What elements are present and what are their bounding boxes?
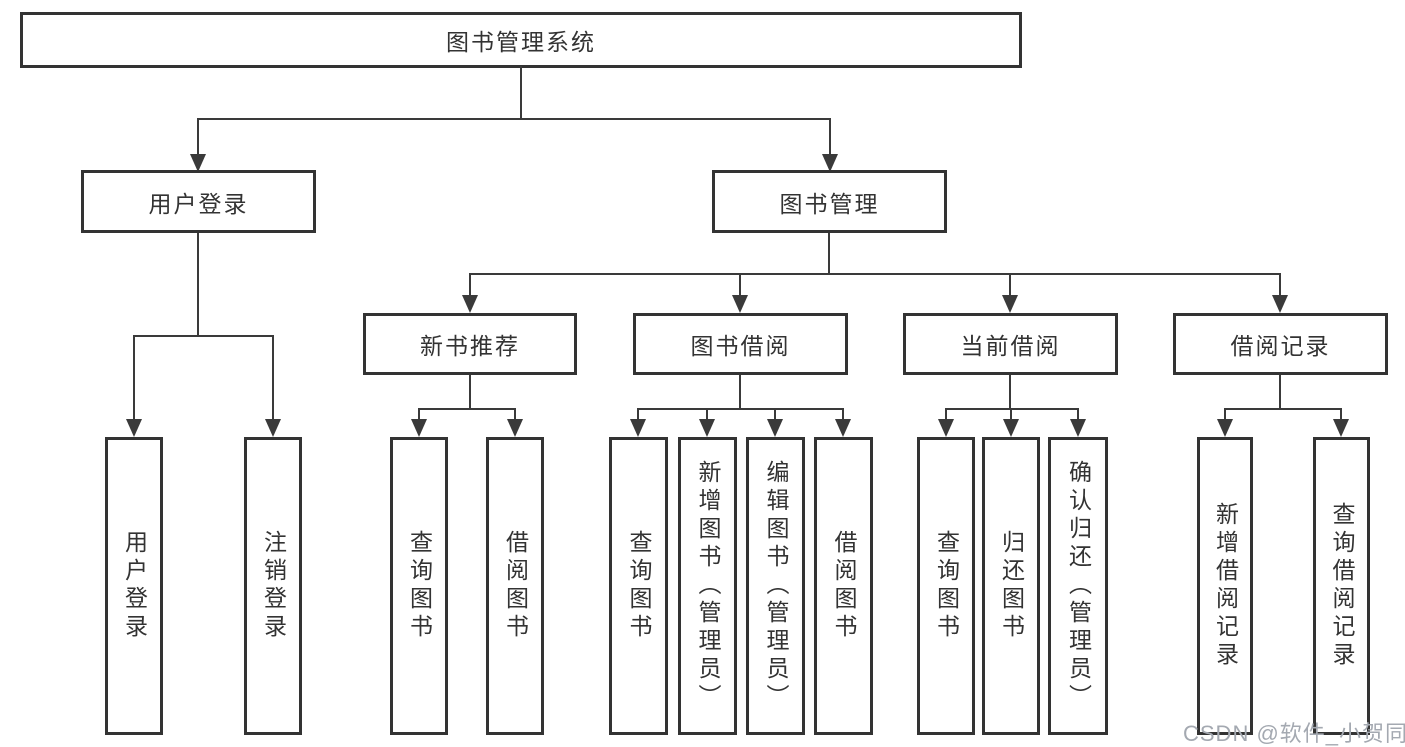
leaf-logout: 注销登录 [244,437,302,735]
connector-line [1279,375,1281,408]
connector-line [418,408,420,422]
connector-line [842,408,844,422]
connector-line [1077,408,1079,422]
arrow-down-icon [767,419,783,437]
connector-line [520,66,522,118]
leaf-query-books-recommend: 查询图书 [390,437,448,735]
connector-line [1279,273,1281,297]
node-new-book-recommend: 新书推荐 [363,313,577,375]
connector-line [828,233,830,273]
csdn-watermark: CSDN @软件_小贺同学 [1183,721,1405,746]
leaf-edit-books-admin: 编辑图书（管理员） [746,437,805,735]
leaf-borrow-books: 借阅图书 [814,437,873,735]
connector-line [418,408,516,410]
arrow-down-icon [835,419,851,437]
leaf-query-books-borrow: 查询图书 [609,437,668,735]
connector-line [1010,408,1012,422]
connector-line [197,118,831,120]
arrow-down-icon [265,419,281,437]
connector-line [272,335,274,421]
arrow-down-icon [630,419,646,437]
arrow-down-icon [1217,419,1233,437]
node-user-login: 用户登录 [81,170,316,233]
connector-line [829,118,831,156]
connector-line [1009,273,1011,297]
leaf-add-books-admin: 新增图书（管理员） [678,437,737,735]
connector-line [945,408,947,422]
connector-line [1224,408,1226,422]
connector-line [1009,375,1011,408]
connector-line [469,273,471,297]
connector-line [1224,408,1342,410]
arrow-down-icon [1002,295,1018,313]
connector-line [514,408,516,422]
connector-line [133,335,135,421]
arrow-down-icon [507,419,523,437]
node-book-management: 图书管理 [712,170,947,233]
arrow-down-icon [1272,295,1288,313]
arrow-down-icon [1070,419,1086,437]
connector-line [774,408,776,422]
node-borrow-records: 借阅记录 [1173,313,1388,375]
leaf-user-login: 用户登录 [105,437,163,735]
leaf-add-borrow-record: 新增借阅记录 [1197,437,1253,735]
connector-line [637,408,844,410]
connector-line [469,273,1281,275]
leaf-query-borrow-record: 查询借阅记录 [1313,437,1370,735]
connector-line [469,375,471,408]
connector-line [1340,408,1342,422]
arrow-down-icon [732,295,748,313]
leaf-confirm-return-admin: 确认归还（管理员） [1048,437,1108,735]
node-book-borrow: 图书借阅 [633,313,848,375]
arrow-down-icon [411,419,427,437]
arrow-down-icon [1003,419,1019,437]
connector-line [133,335,274,337]
arrow-down-icon [126,419,142,437]
leaf-borrow-books-recommend: 借阅图书 [486,437,544,735]
arrow-down-icon [938,419,954,437]
arrow-down-icon [190,154,206,172]
arrow-down-icon [462,295,478,313]
connector-line [706,408,708,422]
arrow-down-icon [822,154,838,172]
leaf-return-books: 归还图书 [982,437,1040,735]
node-current-borrow: 当前借阅 [903,313,1118,375]
connector-line [197,233,199,335]
node-library-system: 图书管理系统 [20,12,1022,68]
leaf-query-books-current: 查询图书 [917,437,975,735]
connector-line [739,273,741,297]
arrow-down-icon [1333,419,1349,437]
connector-line [637,408,639,422]
connector-line [739,375,741,408]
connector-line [197,118,199,156]
arrow-down-icon [699,419,715,437]
